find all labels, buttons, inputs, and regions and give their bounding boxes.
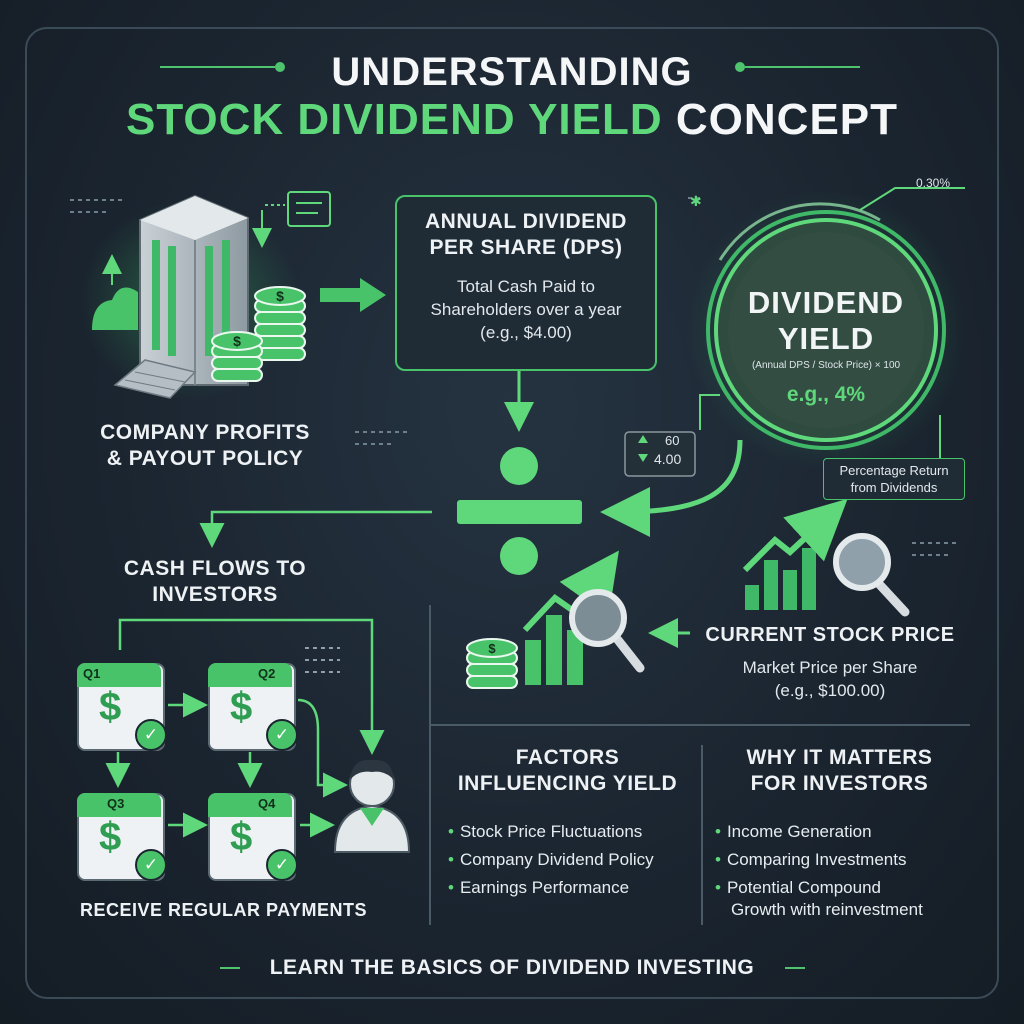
title-highlight: STOCK DIVIDEND YIELD <box>125 95 663 144</box>
list-item-text: Earnings Performance <box>459 878 630 897</box>
dividend-yield-circle <box>686 190 966 470</box>
ticker-box <box>624 431 696 477</box>
factors-list: •Stock Price Fluctuations •Company Divid… <box>448 818 698 902</box>
price-desc-line2: (e.g., $100.00) <box>774 681 886 700</box>
calendar-quarter-label: Q4 <box>258 796 276 811</box>
price-desc-line1: Market Price per Share <box>742 658 918 677</box>
page-title-line1: UNDERSTANDING <box>331 50 693 94</box>
flow-arrows-small <box>102 204 285 285</box>
list-item-text: Income Generation <box>726 822 872 841</box>
dps-title-line1: ANNUAL DIVIDEND <box>425 210 627 233</box>
yield-note-box: Percentage Return from Dividends <box>823 458 965 500</box>
yield-note-line2: from Dividends <box>850 480 938 495</box>
dollar-icon: $ <box>99 815 122 859</box>
list-item: •Earnings Performance <box>448 878 630 897</box>
dps-box: ANNUAL DIVIDEND PER SHARE (DPS) Total Ca… <box>395 195 657 371</box>
factors-title-line1: FACTORS <box>515 746 620 769</box>
list-item-text: Stock Price Fluctuations <box>459 822 643 841</box>
price-chart-icon: $ <box>466 550 645 689</box>
title-decoration <box>160 62 860 969</box>
dps-desc-line3: (e.g., $4.00) <box>480 323 572 342</box>
cashflow-title-line1: CASH FLOWS TO <box>123 557 307 580</box>
footer-banner: LEARN THE BASICS OF DIVIDEND INVESTING <box>269 956 755 979</box>
title-rest: CONCEPT <box>675 95 899 144</box>
calendar-q2: Q2 $ ✓ <box>208 655 298 751</box>
coin-stack-icon: $ $ <box>211 286 306 382</box>
yield-title-line1: DIVIDEND <box>747 285 905 320</box>
list-item: •Income Generation <box>715 822 872 841</box>
yield-formula: (Annual DPS / Stock Price) × 100 <box>751 360 901 371</box>
cashflow-connectors <box>105 618 385 838</box>
panel-dividers <box>429 605 970 925</box>
calendar-quarter-label: Q2 <box>258 666 276 681</box>
price-title: CURRENT STOCK PRICE <box>705 624 955 646</box>
dash-decoration <box>70 197 960 556</box>
arrow-divide-to-cashflow <box>199 510 432 548</box>
arrow-company-to-dps <box>320 278 386 312</box>
svg-text:$: $ <box>233 333 241 349</box>
outer-frame <box>25 27 999 999</box>
dps-title: ANNUAL DIVIDEND PER SHARE (DPS) <box>397 209 655 261</box>
dollar-icon: $ <box>230 685 253 729</box>
calendar-quarter-label: Q1 <box>83 666 101 681</box>
ticker-bottom-value: 4.00 <box>654 451 682 467</box>
doc-icon <box>287 191 331 227</box>
checklist-icon <box>305 647 340 673</box>
dollar-icon: $ <box>230 815 253 859</box>
list-item-text-continued: Growth with reinvestment <box>731 900 923 919</box>
arrow-yield-to-divide <box>600 439 743 537</box>
svg-text:$: $ <box>488 641 496 656</box>
yield-example: e.g., 4% <box>786 383 866 406</box>
company-label-line2: & PAYOUT POLICY <box>106 447 304 470</box>
divide-icon <box>457 447 582 575</box>
sparkle-icon: ✱ <box>690 194 702 210</box>
list-item-text: Potential Compound <box>726 878 881 897</box>
calendar-q1: Q1 $ ✓ <box>77 655 167 751</box>
company-label-line1: COMPANY PROFITS <box>100 421 310 444</box>
check-icon: ✓ <box>266 849 298 881</box>
yield-callout-lines <box>699 187 965 462</box>
why-list: •Income Generation •Comparing Investment… <box>715 818 970 921</box>
dps-description: Total Cash Paid to Shareholders over a y… <box>397 275 655 344</box>
list-item: •Comparing Investments <box>715 850 907 869</box>
dps-desc-line2: Shareholders over a year <box>430 300 622 319</box>
calendar-quarter-label: Q3 <box>107 796 125 811</box>
yield-title: DIVIDEND YIELD <box>716 285 936 357</box>
yield-title-line2: YIELD <box>777 321 875 356</box>
check-icon: ✓ <box>135 849 167 881</box>
list-item: •Company Dividend Policy <box>448 850 654 869</box>
cashflow-title: CASH FLOWS TO INVESTORS <box>80 556 350 608</box>
check-icon: ✓ <box>135 719 167 751</box>
factors-title: FACTORS INFLUENCING YIELD <box>440 745 695 797</box>
cashflow-title-line2: INVESTORS <box>152 583 278 606</box>
calendar-q3: Q3 $ ✓ <box>77 785 167 881</box>
company-label: COMPANY PROFITS & PAYOUT POLICY <box>70 420 340 472</box>
yield-note-line1: Percentage Return <box>839 463 949 478</box>
price-description: Market Price per Share (e.g., $100.00) <box>690 656 970 702</box>
svg-text:$: $ <box>276 288 284 304</box>
list-item-text: Comparing Investments <box>726 850 907 869</box>
why-title-line2: FOR INVESTORS <box>750 772 929 795</box>
check-icon: ✓ <box>266 719 298 751</box>
cashflow-footer: RECEIVE REGULAR PAYMENTS <box>80 900 368 920</box>
calendar-q4: Q4 $ ✓ <box>208 785 298 881</box>
yield-tag: 0.30% <box>916 176 951 190</box>
list-item-text: Company Dividend Policy <box>459 850 654 869</box>
dps-title-line2: PER SHARE (DPS) <box>429 236 623 259</box>
why-title-line1: WHY IT MATTERS <box>746 746 933 769</box>
dps-desc-line1: Total Cash Paid to <box>457 277 595 296</box>
dollar-icon: $ <box>99 685 122 729</box>
ticker-top-value: 60 <box>665 433 680 448</box>
list-item: •Stock Price Fluctuations <box>448 822 643 841</box>
chart-magnifier-icon <box>742 498 910 617</box>
factors-title-line2: INFLUENCING YIELD <box>457 772 678 795</box>
investor-icon <box>333 759 411 853</box>
why-title: WHY IT MATTERS FOR INVESTORS <box>712 745 967 797</box>
page-title-line2: STOCK DIVIDEND YIELD CONCEPT <box>0 95 1024 145</box>
